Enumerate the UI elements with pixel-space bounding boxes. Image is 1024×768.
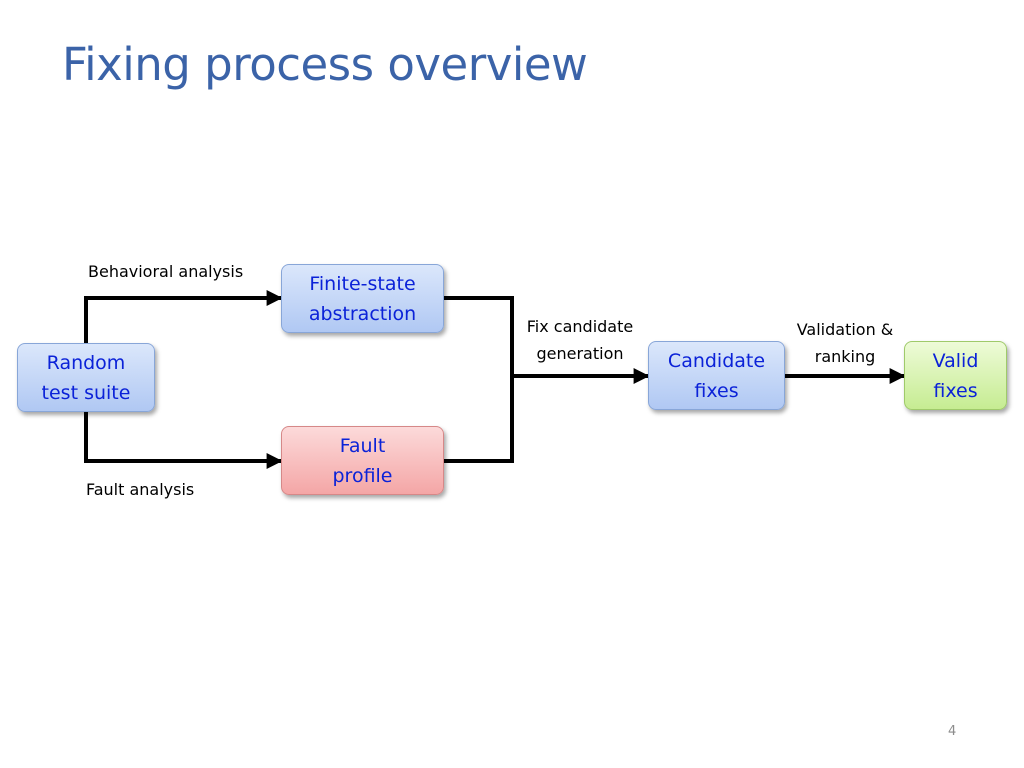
node-label-line: Valid [932, 349, 979, 372]
edge-label-line: Validation & [796, 320, 894, 339]
node-label-line: Candidate [667, 349, 766, 372]
node-label-line: test suite [41, 381, 131, 404]
label-fault-analysis: Fault analysis [86, 476, 194, 503]
page-number: 4 [948, 724, 957, 739]
node-label-line: fixes [933, 379, 978, 402]
node-finite-state-abstraction: Finite-state abstraction [281, 264, 444, 333]
edge-behavioral-analysis [84, 290, 283, 343]
label-validation-ranking: Validation & ranking [782, 316, 908, 370]
node-label-line: Fault [339, 434, 386, 457]
edge-fault-analysis [84, 412, 283, 469]
label-behavioral-analysis: Behavioral analysis [88, 258, 243, 285]
edge-fault-profile-merge [444, 376, 514, 463]
edge-abstraction-merge [444, 296, 514, 376]
node-label-line: Random [46, 351, 126, 374]
node-label-line: abstraction [308, 302, 417, 325]
edge-label-line: ranking [814, 347, 876, 366]
node-label-line: profile [332, 464, 393, 487]
edge-label-line: generation [536, 344, 624, 363]
node-label-line: fixes [694, 379, 739, 402]
edge-label-line: Fix candidate [526, 317, 634, 336]
edge-label-line: Fault analysis [86, 480, 195, 499]
edge-label-line: Behavioral analysis [88, 262, 244, 281]
node-candidate-fixes: Candidate fixes [648, 341, 785, 410]
node-valid-fixes: Valid fixes [904, 341, 1007, 410]
label-fix-candidate-generation: Fix candidate generation [515, 313, 645, 367]
node-label-line: Finite-state [309, 272, 416, 295]
node-random-test-suite: Random test suite [17, 343, 155, 412]
slide-title: Fixing process overview [62, 38, 588, 91]
node-fault-profile: Fault profile [281, 426, 444, 495]
